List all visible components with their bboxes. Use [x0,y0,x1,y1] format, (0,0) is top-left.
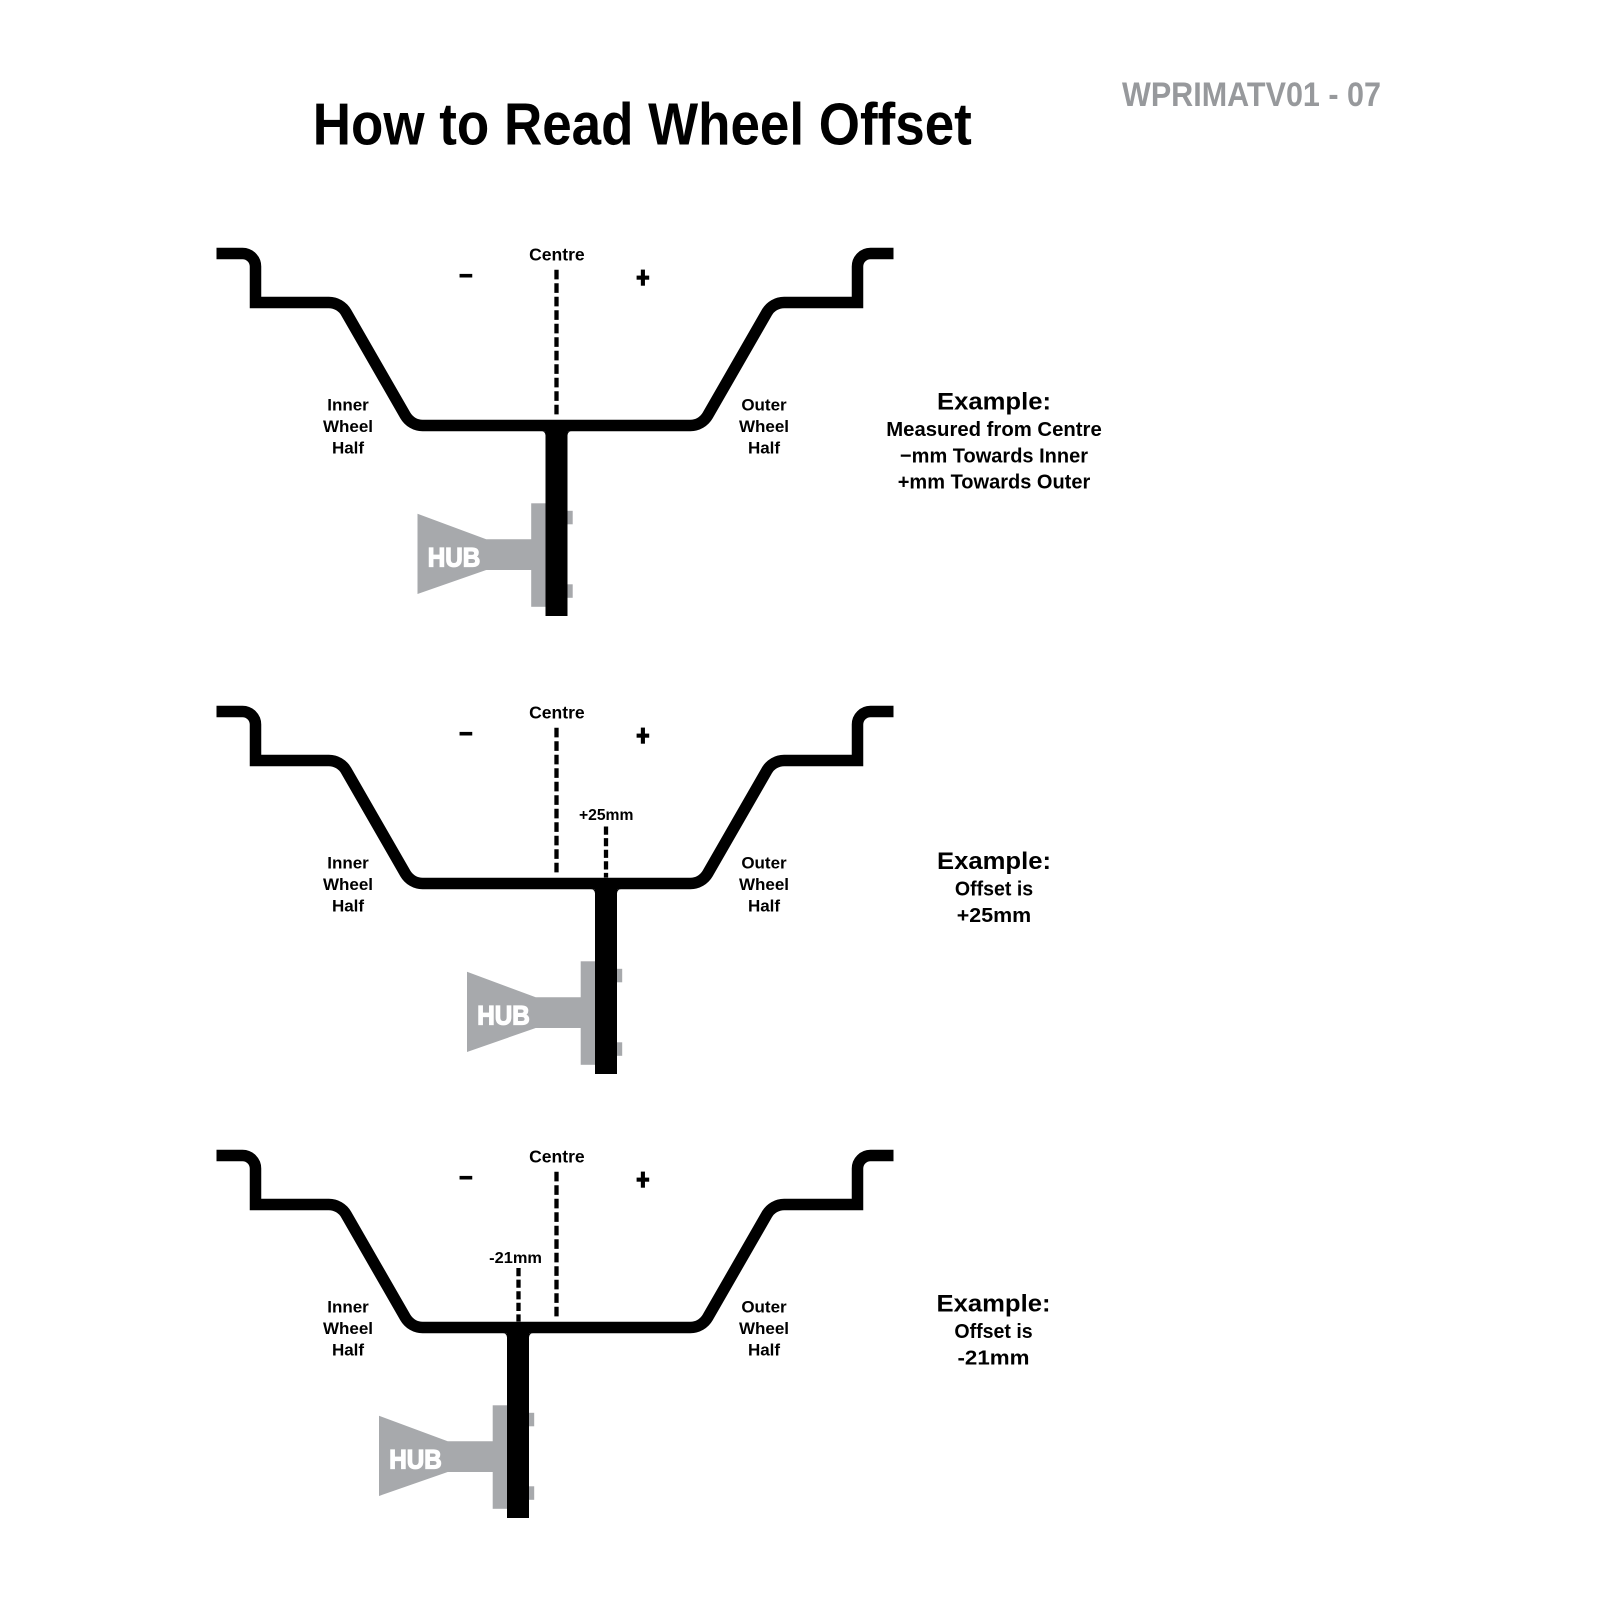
svg-text:+25mm: +25mm [957,904,1031,927]
svg-text:WPRIMATV01 - 07: WPRIMATV01 - 07 [1122,76,1381,114]
svg-text:Half: Half [748,1340,780,1359]
svg-text:Wheel: Wheel [739,875,789,894]
svg-text:Example:: Example: [937,848,1051,875]
svg-text:Half: Half [332,438,364,457]
svg-text:Centre: Centre [529,1147,585,1167]
svg-text:Measured from Centre: Measured from Centre [886,418,1102,441]
svg-text:+25mm: +25mm [579,807,634,824]
svg-text:+mm Towards Outer: +mm Towards Outer [898,471,1091,494]
svg-text:How to Read Wheel Offset: How to Read Wheel Offset [313,92,972,158]
svg-text:Inner: Inner [327,395,369,414]
svg-text:Inner: Inner [327,1297,369,1316]
svg-text:Half: Half [332,896,364,915]
svg-text:Offset is: Offset is [955,877,1033,900]
svg-text:HUB: HUB [389,1444,442,1474]
svg-text:Centre: Centre [529,703,585,723]
svg-text:HUB: HUB [477,1000,530,1030]
svg-text:Centre: Centre [529,245,585,265]
svg-text:Wheel: Wheel [739,417,789,436]
svg-text:Outer: Outer [741,395,787,414]
svg-text:−mm Towards Inner: −mm Towards Inner [900,444,1088,467]
svg-text:Outer: Outer [741,853,787,872]
svg-text:Half: Half [748,438,780,457]
svg-text:Example:: Example: [937,389,1051,416]
svg-text:HUB: HUB [428,542,481,572]
svg-text:Example:: Example: [937,1291,1051,1318]
svg-text:-21mm: -21mm [958,1346,1030,1369]
svg-text:Wheel: Wheel [323,417,373,436]
svg-text:-21mm: -21mm [489,1250,542,1267]
svg-text:Outer: Outer [741,1297,787,1316]
svg-text:Half: Half [332,1340,364,1359]
svg-text:Wheel: Wheel [739,1319,789,1338]
svg-text:Wheel: Wheel [323,1319,373,1338]
svg-text:Half: Half [748,896,780,915]
svg-text:Wheel: Wheel [323,875,373,894]
svg-text:Inner: Inner [327,853,369,872]
svg-text:Offset is: Offset is [954,1320,1032,1343]
